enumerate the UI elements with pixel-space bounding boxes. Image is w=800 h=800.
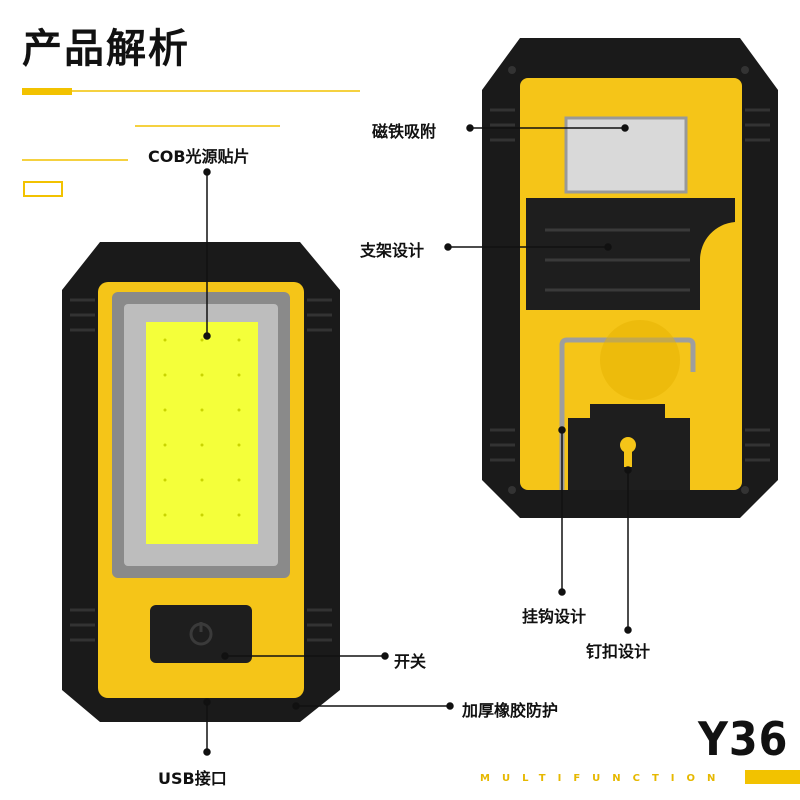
accent-bar [22,88,72,95]
label-switch: 开关 [394,652,427,671]
front-corner-ridges [70,298,332,642]
back-corner-ridges [490,108,770,462]
label-buckle: 钉扣设计 [586,642,651,661]
label-magnet: 磁铁吸附 [372,122,437,141]
accent-box [23,181,63,197]
label-stand: 支架设计 [360,241,425,260]
tagline-bar [745,770,800,784]
label-rubber: 加厚橡胶防护 [462,701,559,720]
stand [526,198,735,310]
cob-led-dots [163,338,241,517]
label-cob: COB光源贴片 [148,147,250,166]
label-usb: USB接口 [158,769,227,788]
cob-panel [146,322,258,544]
page-title: 产品解析 [22,26,190,72]
stand-grooves [545,228,690,292]
tagline: MULTIFUNCTION [480,773,728,784]
model-name: Y36 [697,712,788,766]
power-switch [150,605,252,663]
label-hook: 挂钩设计 [522,607,587,626]
